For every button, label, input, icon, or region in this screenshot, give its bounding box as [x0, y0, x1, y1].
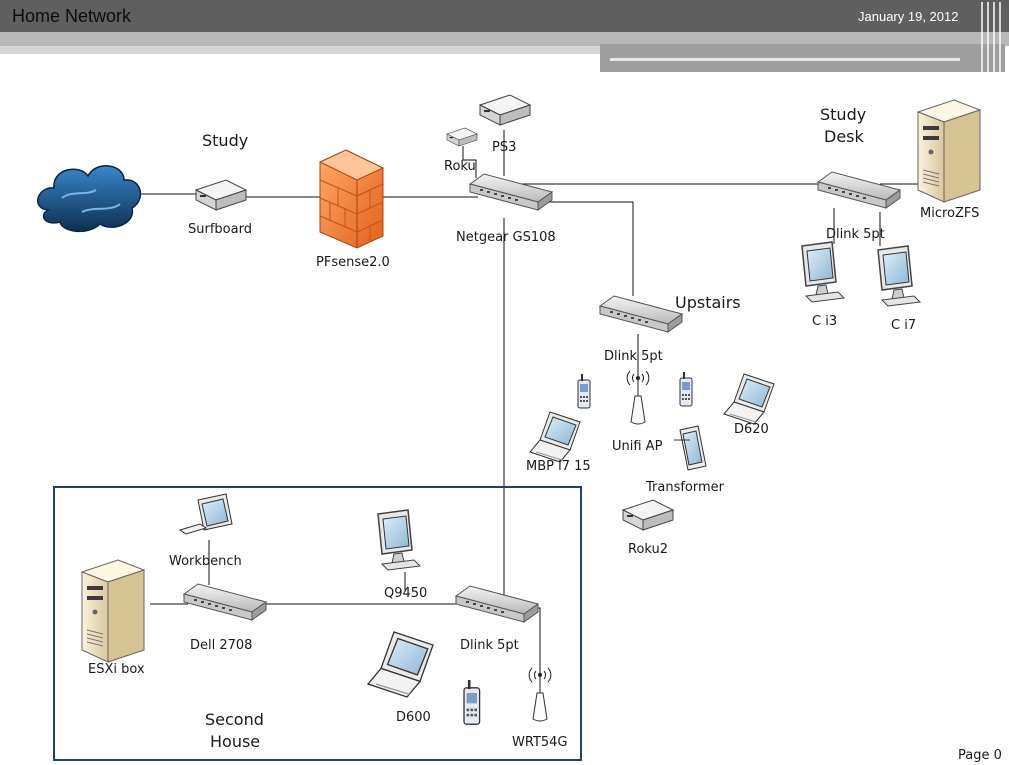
monitor-icon [801, 241, 845, 303]
dlink-upstairs-switch-icon [599, 295, 683, 333]
dlink-upstairs-label: Dlink 5pt [604, 349, 663, 364]
server-icon [81, 559, 145, 663]
access-point-icon [626, 370, 650, 425]
dlink-second-switch-icon [455, 585, 539, 623]
phone-icon [679, 371, 693, 407]
access-point-icon [528, 667, 552, 722]
area-label-study-desk-2: Desk [824, 127, 865, 146]
surfboard-label: Surfboard [188, 222, 252, 237]
dell2708-label: Dell 2708 [190, 638, 252, 653]
header: Home Network January 19, 2012 [0, 0, 1009, 74]
dlink-second-label: Dlink 5pt [460, 638, 519, 653]
cloud-icon [37, 165, 142, 233]
ci7-label: C i7 [891, 318, 916, 333]
phone-icon [577, 373, 591, 409]
roku-icon [446, 127, 478, 147]
area-label-second-house-1: Second [205, 710, 264, 729]
d600-label: D600 [396, 710, 431, 725]
tablet-icon [674, 425, 707, 471]
area-label-upstairs: Upstairs [675, 293, 741, 312]
esxi-label: ESXi box [88, 662, 145, 677]
monitor-icon [377, 509, 421, 571]
pfsense-label: PFsense2.0 [316, 255, 390, 270]
netgear-switch-icon [469, 173, 553, 211]
laptop-icon [723, 373, 775, 425]
firewall-icon [318, 149, 385, 249]
netgear-label: Netgear GS108 [456, 230, 556, 245]
mbp-label: MBP i7 15 [526, 459, 591, 474]
microzfs-label: MicroZFS [920, 206, 979, 221]
second-house-region [53, 486, 582, 761]
d620-label: D620 [734, 422, 769, 437]
area-label-second-house-2: House [210, 732, 260, 751]
area-label-study: Study [202, 131, 248, 150]
monitor-icon [877, 245, 921, 307]
workbench-label: Workbench [169, 554, 242, 569]
ps3-label: PS3 [492, 140, 516, 155]
laptop-icon [367, 631, 434, 698]
dlink-study-switch-icon [817, 171, 901, 209]
laptop-icon [529, 411, 581, 463]
area-label-study-desk-1: Study [820, 105, 866, 124]
workbench-icon [178, 493, 233, 535]
modem-icon [195, 179, 247, 211]
dell-switch-icon [183, 583, 267, 621]
ci3-label: C i3 [812, 314, 837, 329]
transformer-label: Transformer [645, 480, 725, 495]
ps3-icon [479, 94, 531, 126]
server-icon [917, 99, 981, 203]
set-top-box-icon [622, 499, 674, 531]
page-title: Home Network [12, 6, 132, 26]
q9450-label: Q9450 [384, 586, 427, 601]
dlink-study-label: Dlink 5pt [826, 227, 885, 242]
network-links [140, 130, 918, 675]
roku2-label: Roku2 [628, 542, 668, 557]
roku-label: Roku [444, 159, 476, 174]
wrt54g-label: WRT54G [512, 735, 568, 750]
unifi-label: Unifi AP [612, 439, 663, 454]
date-label: January 19, 2012 [858, 9, 958, 24]
phone-icon [463, 679, 481, 725]
page-number: Page 0 [958, 748, 1002, 763]
